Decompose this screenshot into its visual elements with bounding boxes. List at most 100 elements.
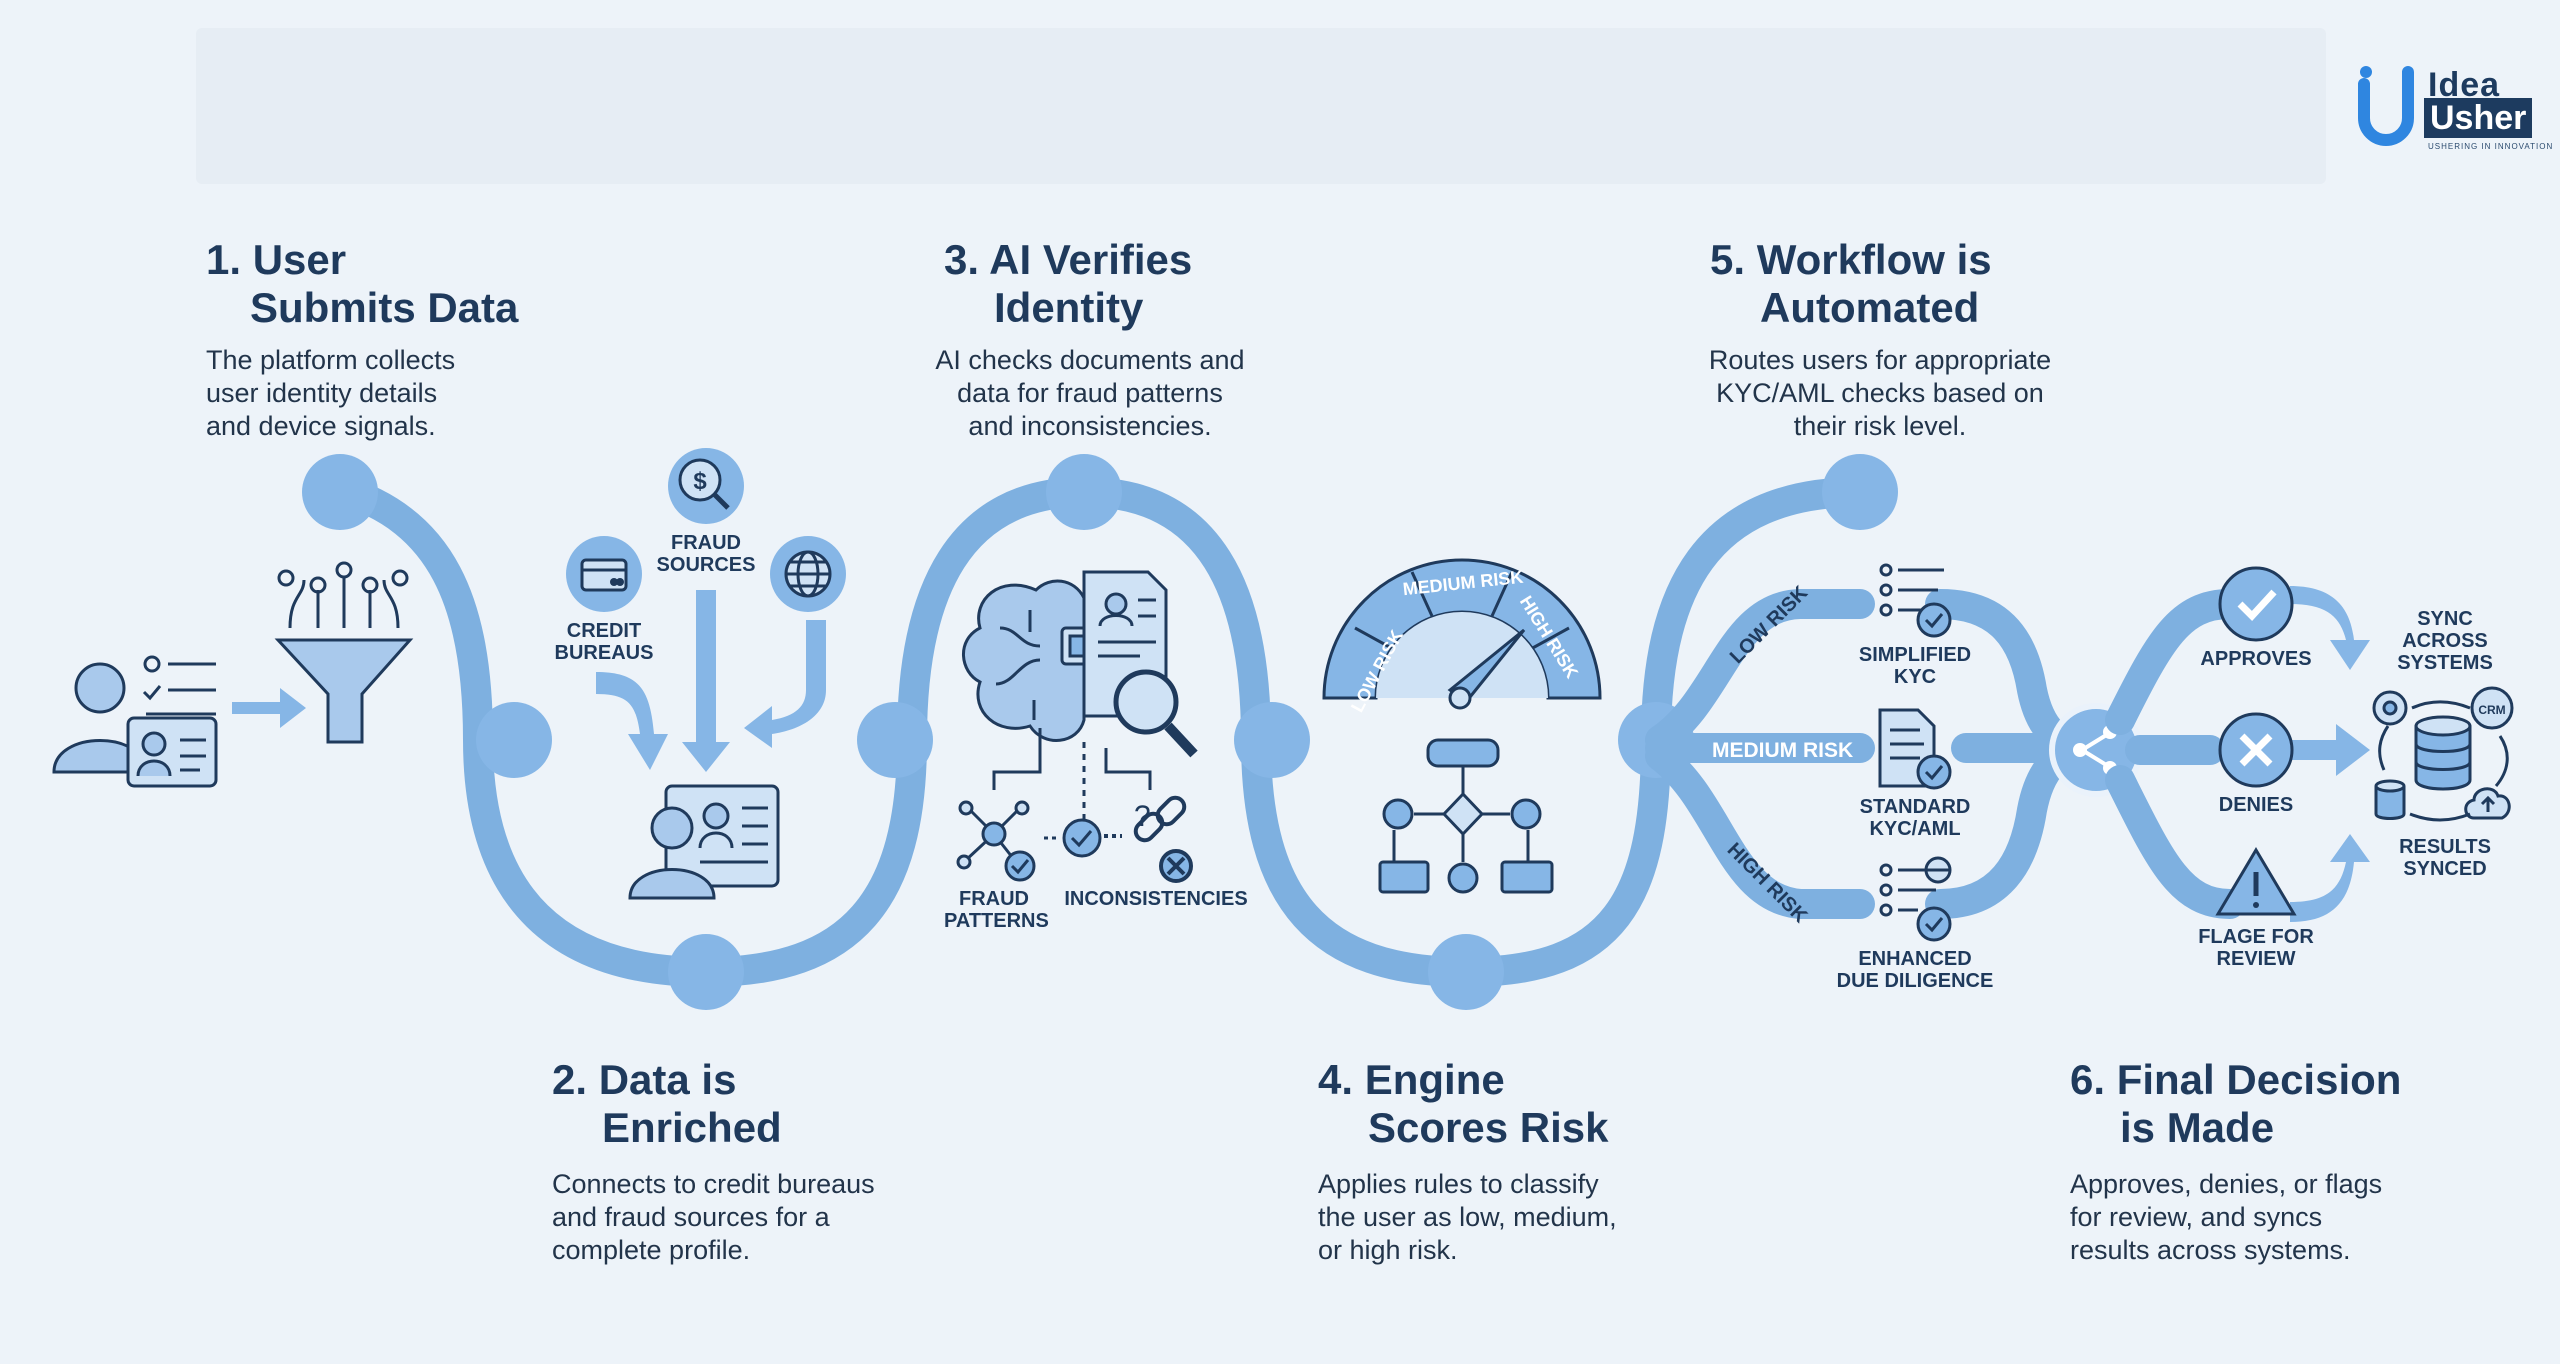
step-6-desc-line: for review, and syncs <box>2070 1202 2323 1232</box>
step-3-title-line2: Identity <box>994 284 1144 331</box>
warning-icon <box>2215 847 2297 916</box>
step-2-title-line2: Enriched <box>602 1104 782 1151</box>
globe-icon <box>770 536 846 612</box>
denies-label: DENIES <box>2218 794 2294 816</box>
step-5-number: 5. <box>1710 236 1746 283</box>
node-9 <box>1822 454 1898 530</box>
step-3-number: 3. <box>944 236 980 283</box>
logo-word-usher: Usher <box>2424 98 2533 138</box>
step-4-desc-line: or high risk. <box>1318 1235 1458 1265</box>
step-6-title-line2: is Made <box>2120 1104 2275 1151</box>
medium-risk-label: MEDIUM RISK <box>1712 739 1854 762</box>
risk-gauge-icon <box>1322 558 1602 710</box>
step-5-title-line1: Workflow is <box>1756 236 1992 283</box>
step-4-desc-line: Applies rules to classify <box>1318 1169 1599 1199</box>
step-6-number: 6. <box>2070 1056 2106 1103</box>
dollar-search-icon: $ <box>668 448 744 524</box>
step-4-title-line1: Engine <box>1364 1056 1505 1103</box>
step-4-description: Applies rules to classify the user as lo… <box>1318 1168 1617 1267</box>
header-band <box>196 28 2326 184</box>
step-2-title-line1: Data is <box>598 1056 737 1103</box>
id-card-icon <box>628 784 780 900</box>
inconsistencies-label: INCONSISTENCIES <box>1064 888 1248 910</box>
node-6 <box>1234 702 1310 778</box>
network-check-icon <box>956 800 1102 882</box>
step-1-title: 1. User Submits Data <box>206 236 518 332</box>
step-5-description: Routes users for appropriate KYC/AML che… <box>1680 344 2080 443</box>
connector-lines <box>992 728 1152 828</box>
magnifier-icon <box>1113 669 1198 758</box>
step-3-desc-line: data for fraud patterns <box>957 378 1223 408</box>
step-5-title-line2: Automated <box>1760 284 1980 331</box>
step-4-desc-line: the user as low, medium, <box>1318 1202 1617 1232</box>
arrow-right-icon <box>232 688 306 728</box>
step-3-description: AI checks documents and data for fraud p… <box>900 344 1280 443</box>
cloud-upload-icon <box>2464 787 2511 820</box>
document-check-icon <box>1878 708 1952 790</box>
credit-card-icon <box>566 536 642 612</box>
step-1-desc-line: and device signals. <box>206 411 436 441</box>
step-1-title-line1: User <box>252 236 347 283</box>
step-5-desc-line: their risk level. <box>1793 411 1967 441</box>
step-2-description: Connects to credit bureaus and fraud sou… <box>552 1168 875 1267</box>
small-database-icon <box>2374 779 2406 820</box>
sync-arrows <box>2378 700 2509 822</box>
step-4-title: 4. Engine Scores Risk <box>1318 1056 1608 1152</box>
check-circle-icon <box>2218 566 2294 642</box>
decision-branches <box>2105 589 2245 919</box>
node-3 <box>668 934 744 1010</box>
checklist-icon-simplified <box>1879 563 1952 638</box>
step-1-title-line2: Submits Data <box>250 284 519 331</box>
flowchart-icon <box>1378 738 1554 894</box>
node-2 <box>476 702 552 778</box>
ai-brain-icon <box>962 579 1100 742</box>
step-4-title-line2: Scores Risk <box>1368 1104 1609 1151</box>
step-3-title-line1: AI Verifies <box>989 236 1193 283</box>
step-3-desc-line: AI checks documents and <box>935 345 1245 375</box>
database-icon <box>2414 715 2472 791</box>
step-2-desc-line: and fraud sources for a <box>552 1202 830 1232</box>
step-6-desc-line: results across systems. <box>2070 1235 2351 1265</box>
decision-arrows <box>2290 586 2370 922</box>
crm-label: CRM <box>2478 703 2506 717</box>
funnel-icon <box>274 561 414 744</box>
step-1-number: 1. <box>206 236 242 283</box>
enrichment-arrows <box>596 590 826 772</box>
step-5-desc-line: KYC/AML checks based on <box>1716 378 2044 408</box>
step-1-desc-line: The platform collects <box>206 345 456 375</box>
step-2-title: 2. Data is Enriched <box>552 1056 782 1152</box>
logo-word-idea: Idea <box>2428 66 2501 104</box>
node-7 <box>1428 934 1504 1010</box>
user-card-icon <box>52 655 218 788</box>
step-3-title: 3. AI Verifies Identity <box>944 236 1264 332</box>
node-4 <box>857 702 933 778</box>
step-6-description: Approves, denies, or flags for review, a… <box>2070 1168 2382 1267</box>
broken-link-icon: ? <box>1104 795 1193 883</box>
step-2-desc-line: Connects to credit bureaus <box>552 1169 875 1199</box>
x-circle-icon <box>2218 712 2294 788</box>
node-5 <box>1046 454 1122 530</box>
idea-usher-logo: Idea Usher USHERING IN INNOVATION <box>2356 62 2556 152</box>
svg-text:$: $ <box>693 468 707 495</box>
logo-u-icon <box>2358 66 2414 146</box>
step-2-desc-line: complete profile. <box>552 1235 751 1265</box>
checklist-icon-enhanced <box>1879 856 1952 942</box>
flow-nodes <box>302 454 1898 1010</box>
step-3-desc-line: and inconsistencies. <box>968 411 1212 441</box>
step-5-desc-line: Routes users for appropriate <box>1708 345 2052 375</box>
crm-badge-icon <box>2470 686 2514 730</box>
step-6-desc-line: Approves, denies, or flags <box>2070 1169 2383 1199</box>
step-5-title: 5. Workflow is Automated <box>1710 236 1992 332</box>
step-2-number: 2. <box>552 1056 588 1103</box>
approves-label: APPROVES <box>2200 648 2312 670</box>
step-1-description: The platform collects user identity deta… <box>206 344 455 443</box>
